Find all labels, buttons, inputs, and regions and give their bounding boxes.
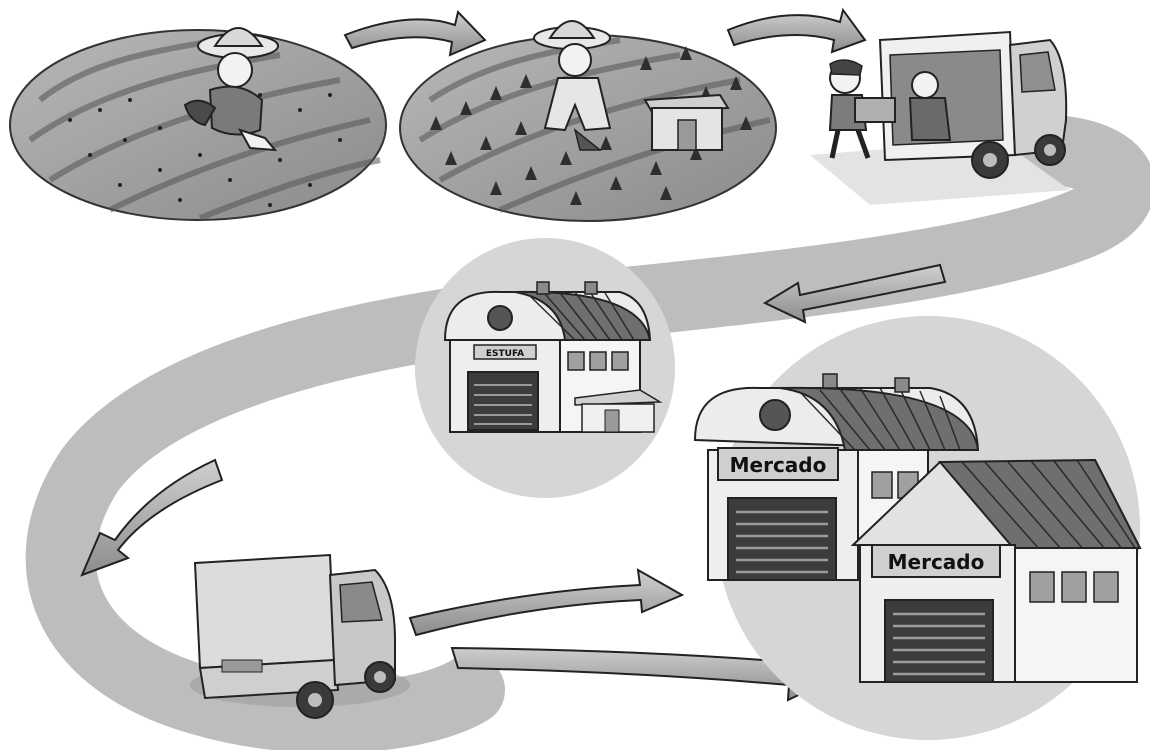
small-barn bbox=[645, 95, 728, 150]
market-2-sign: Mercado bbox=[888, 550, 985, 574]
arrow-transport-to-market-1 bbox=[410, 570, 682, 635]
curing-barn-sign: ESTUFA bbox=[486, 349, 524, 359]
curing-barn-circle: ESTUFA bbox=[415, 238, 675, 498]
arrow-growing-to-loading bbox=[728, 10, 865, 52]
barn-windows bbox=[568, 352, 628, 370]
market-1-sign: Mercado bbox=[730, 453, 827, 477]
arrow-sowing-to-growing bbox=[345, 12, 485, 55]
transport-truck bbox=[190, 555, 410, 718]
truck-loading-scene bbox=[810, 32, 1070, 205]
sowing-field bbox=[10, 28, 386, 220]
